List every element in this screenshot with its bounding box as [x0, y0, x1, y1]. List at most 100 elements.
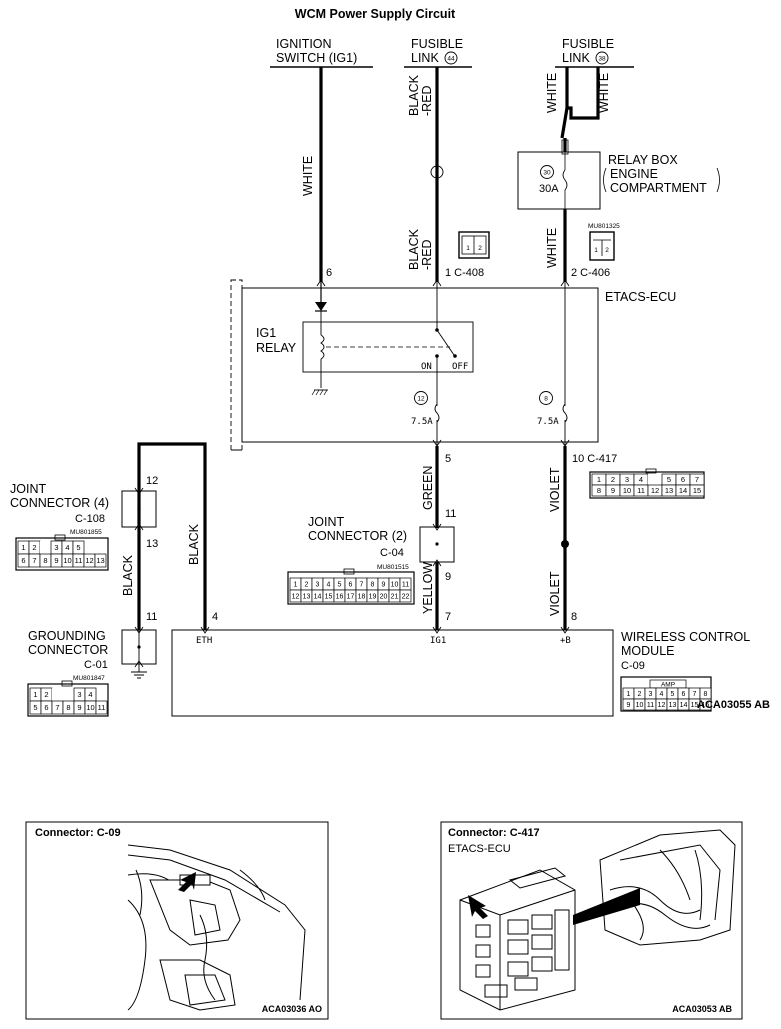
svg-text:Connector: C-09: Connector: C-09 — [35, 827, 121, 839]
svg-text:9: 9 — [445, 571, 451, 583]
svg-text:IG1: IG1 — [430, 636, 446, 646]
svg-text:12: 12 — [417, 396, 425, 403]
connector-pin-label: 17 — [347, 593, 355, 600]
connector-pin-label: 3 — [625, 475, 629, 484]
connector-pin-label: 13 — [669, 702, 677, 709]
svg-text:30: 30 — [543, 170, 551, 177]
callout-wedge — [573, 888, 640, 925]
connector-pin-label: 7 — [695, 475, 699, 484]
connector-c408-label: 1 C-408 — [445, 267, 484, 279]
wire-white-fl38 — [565, 67, 600, 120]
svg-text:WIRELESS CONTROL: WIRELESS CONTROL — [621, 630, 750, 644]
connector-pin-cell — [94, 553, 107, 568]
pointer-arrow-icon-2 — [468, 895, 488, 919]
connector-pin-label: 9 — [77, 703, 81, 712]
connector-pin-label: 10 — [623, 486, 631, 495]
connector-pin-label: 11 — [98, 703, 106, 712]
connector-pin-label: 10 — [636, 702, 644, 709]
connector-pin-label: 4 — [65, 543, 69, 552]
wire-label-white-fl38-b: WHITE — [597, 73, 611, 113]
pin-5: 5 — [445, 453, 451, 465]
connector-pin-label: 7 — [32, 556, 36, 565]
svg-text:2: 2 — [605, 247, 609, 254]
wire-label-violet-1: VIOLET — [548, 467, 562, 512]
svg-text:1: 1 — [435, 170, 439, 177]
connector-pin-label: 11 — [75, 556, 83, 565]
svg-text:7: 7 — [445, 611, 451, 623]
svg-text:MU801515: MU801515 — [377, 564, 409, 571]
connector-pin-label: 10 — [63, 556, 71, 565]
svg-text:C-09: C-09 — [621, 660, 645, 672]
diode-icon — [315, 302, 327, 311]
svg-text:2: 2 — [478, 245, 482, 252]
connector-pin-cell — [689, 484, 705, 497]
wire-label-violet-2: VIOLET — [548, 571, 562, 616]
svg-text:7.5A: 7.5A — [411, 417, 433, 427]
connector-pin-label: 5 — [76, 543, 80, 552]
connector-pin-label: 15 — [693, 486, 701, 495]
connector-pin-label: 8 — [371, 581, 375, 588]
connector-pin-label: 3 — [316, 581, 320, 588]
connector-pin-label: 7 — [693, 691, 697, 698]
connector-c09-panel: Connector: C-09 ACA03036 AO — [25, 821, 329, 1020]
svg-text:C-108: C-108 — [75, 513, 105, 525]
svg-text:44: 44 — [447, 56, 455, 63]
etacs-ecu-block: ETACS-ECU IG1 RELAY ON OFF 12 — [230, 279, 676, 452]
connector-pin-label: 7 — [55, 703, 59, 712]
svg-text:JOINT: JOINT — [10, 482, 46, 496]
svg-text:FUSIBLE: FUSIBLE — [562, 37, 614, 51]
svg-text:LINK: LINK — [411, 51, 439, 65]
ground-icon — [311, 389, 328, 396]
svg-text:IGNITION: IGNITION — [276, 37, 332, 51]
pointer-arrow-icon — [178, 872, 196, 892]
svg-text:11: 11 — [146, 611, 157, 623]
connector-pin-label: 11 — [402, 581, 409, 588]
svg-text:30A: 30A — [539, 183, 559, 195]
svg-text:CONNECTOR: CONNECTOR — [28, 643, 108, 657]
connector-pin-label: 9 — [382, 581, 386, 588]
connector-pin-cell — [648, 474, 662, 485]
svg-text:MU801847: MU801847 — [73, 675, 105, 682]
svg-text:RELAY BOX: RELAY BOX — [608, 153, 678, 167]
connector-pin-label: 1 — [21, 543, 25, 552]
connector-pin-label: 11 — [637, 486, 645, 495]
connector-pin-cell — [399, 589, 412, 603]
fusible-link-44-label: FUSIBLE LINK 44 — [404, 37, 472, 68]
connector-pin-label: 22 — [402, 593, 410, 600]
wire-label-black-ground: BLACK — [121, 554, 135, 596]
connector-pin-label: 6 — [682, 691, 686, 698]
connector-pin-label: 1 — [627, 691, 631, 698]
connector-pin-label: 9 — [627, 702, 631, 709]
svg-text:JOINT: JOINT — [308, 515, 344, 529]
svg-text:LINK: LINK — [562, 51, 590, 65]
svg-text:MU801325: MU801325 — [588, 223, 620, 230]
svg-text:ENGINE: ENGINE — [610, 167, 658, 181]
wire-label-white-c406: WHITE — [545, 228, 559, 268]
svg-text:8: 8 — [571, 611, 577, 623]
connector-pin-label: 12 — [292, 593, 300, 600]
svg-text:FUSIBLE: FUSIBLE — [411, 37, 463, 51]
connector-pin-label: 14 — [314, 593, 322, 600]
svg-text:C-01: C-01 — [84, 659, 108, 671]
connector-pin-label: 11 — [647, 702, 654, 709]
connector-pin-label: 8 — [704, 691, 708, 698]
diagram-title: WCM Power Supply Circuit — [295, 7, 456, 21]
connector-pin-label: 12 — [658, 702, 666, 709]
connector-pin-label: 19 — [369, 593, 377, 600]
svg-text:7.5A: 7.5A — [537, 417, 559, 427]
connector-pin-label: 14 — [680, 702, 688, 709]
connector-pin-cell — [699, 698, 712, 711]
svg-text:8: 8 — [544, 396, 548, 403]
connector-pin-label: 13 — [665, 486, 673, 495]
wire-label-black-red-4: -RED — [420, 239, 434, 270]
connector-pin-label: 20 — [380, 593, 388, 600]
svg-text:ETH: ETH — [196, 636, 212, 646]
connector-pin-label: 9 — [54, 556, 58, 565]
connector-pin-label: 5 — [33, 703, 37, 712]
svg-text:AMP: AMP — [661, 682, 675, 689]
wire-label-yellow: YELLOW — [421, 562, 435, 614]
joint-connector-4: 12 13 JOINT CONNECTOR (4) C-108 MU801855… — [10, 475, 158, 571]
svg-text:11: 11 — [445, 508, 456, 520]
connector-pin-label: 12 — [651, 486, 659, 495]
